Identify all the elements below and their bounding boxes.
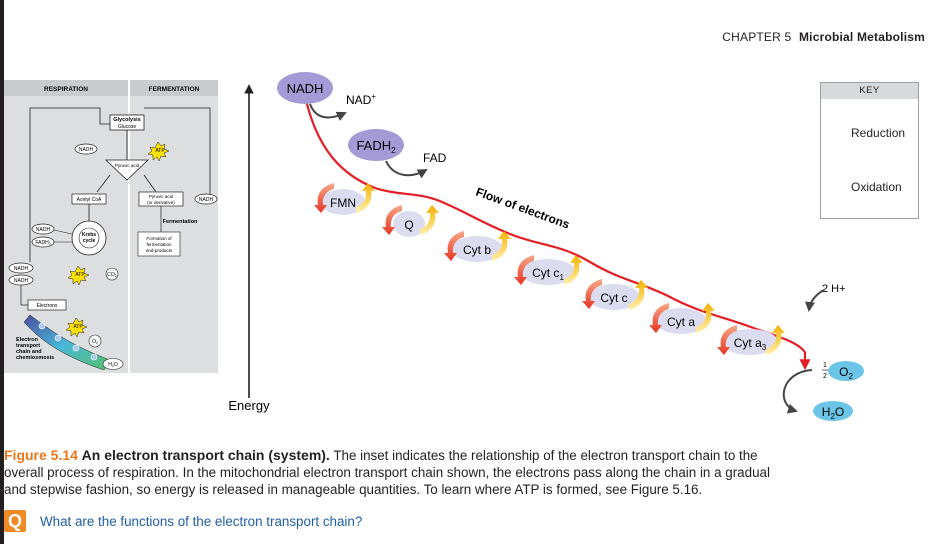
inset-fermentation-step: Fermentation <box>163 219 198 225</box>
inset-nadh-ferm: NADH <box>199 197 214 203</box>
inset-o2: O2 <box>92 339 98 345</box>
carrier-cyt-a-label: Cyt a <box>667 315 695 329</box>
nad-plus-label: NAD+ <box>346 92 376 107</box>
two-h-plus-label: 2 H+ <box>822 283 846 295</box>
figure-number: Figure 5.14 <box>4 447 78 463</box>
inset-fadh-left: NADH <box>14 278 29 284</box>
inset-atp-top: ATP <box>155 148 165 154</box>
inset-pyruvic-acid: Pyruvic acid <box>115 163 140 168</box>
inset-co2: CO2 <box>107 272 117 278</box>
inset-nadh-left: NADH <box>14 266 29 272</box>
carrier-q <box>393 211 425 237</box>
inset-electrons: Electrons <box>37 303 58 309</box>
inset-atp-etc: ATP <box>73 324 83 330</box>
carrier-nadh <box>277 72 333 104</box>
inset-glucose: Glucose <box>118 124 137 130</box>
fermentation-panel <box>130 80 218 373</box>
carrier-cyt-c-label: Cyt c <box>600 291 627 305</box>
inset-nadh-krebs: NADH <box>36 227 51 233</box>
inset-glycolysis: Glycolysis <box>113 117 141 123</box>
inset-krebs-2: cycle <box>83 238 96 244</box>
carrier-cyt-b <box>451 236 503 262</box>
carrier-cyt-c1 <box>520 259 576 285</box>
carrier-fmn <box>321 189 365 215</box>
inset-etc-2: transport <box>16 343 40 349</box>
carrier-fmn-label: FMN <box>330 196 356 210</box>
key-reduction-label: Reduction <box>851 126 906 140</box>
inset-fermentation-label: FERMENTATION <box>149 86 200 93</box>
carrier-cyt-a3 <box>722 329 778 355</box>
inset-diagram: RESPIRATION FERMENTATION Glycolysis Gluc… <box>4 80 218 373</box>
inset-etc-4: chemiosmosis <box>16 355 54 361</box>
energy-label: Energy <box>228 398 270 413</box>
inset-formation-2: fermentation <box>146 242 172 247</box>
figure-caption: Figure 5.14 An electron transport chain … <box>4 447 774 498</box>
review-question: Q What are the functions of the electron… <box>4 510 362 532</box>
electron-flow-line <box>304 99 806 353</box>
inset-nadh-top: NADH <box>79 147 94 153</box>
carrier-fadh2 <box>348 129 404 161</box>
fad-label: FAD <box>423 151 447 165</box>
inset-pyruvic-deriv-1: Pyruvic acid <box>149 194 174 199</box>
carrier-cyt-a <box>655 308 707 334</box>
half-denominator: 2 <box>823 373 827 380</box>
water-molecule <box>813 401 853 421</box>
key-oxidation-label: Oxidation <box>851 180 902 194</box>
inset-formation-1: Formation of <box>146 236 172 241</box>
water-label: H2O <box>822 405 844 421</box>
inset-acetyl-coa: Acetyl CoA <box>77 197 102 203</box>
inset-pyruvic-deriv-2: (or derivative) <box>147 200 175 205</box>
carrier-nadh-label: NADH <box>287 81 324 96</box>
carrier-cyt-a3-label: Cyt a3 <box>734 336 767 352</box>
oxygen-label: O2 <box>839 365 853 381</box>
inset-fadh2-krebs: FADH2 <box>35 240 50 246</box>
oxygen-molecule <box>828 361 864 381</box>
half-numerator: 1 <box>823 362 827 369</box>
carrier-cyt-c <box>588 284 640 310</box>
chapter-number: CHAPTER 5 <box>722 30 792 44</box>
carrier-cyt-c1-label: Cyt c1 <box>532 266 564 282</box>
chapter-header: CHAPTER 5 Microbial Metabolism <box>722 30 925 44</box>
question-icon: Q <box>4 510 26 532</box>
inset-krebs-1: Krebs <box>82 232 96 238</box>
carrier-cyt-b-label: Cyt b <box>463 243 491 257</box>
inset-etc-3: chain and <box>16 349 42 355</box>
inset-etc-1: Electron <box>16 337 39 343</box>
left-margin-rule <box>0 0 4 544</box>
caption-text: The inset indicates the relationship of … <box>4 448 770 497</box>
question-text: What are the functions of the electron t… <box>40 513 363 529</box>
chapter-title: Microbial Metabolism <box>798 30 925 44</box>
inset-atp-krebs: ATP <box>75 272 85 278</box>
inset-respiration-label: RESPIRATION <box>44 86 88 93</box>
key-title: KEY <box>821 83 918 99</box>
carrier-q-label: Q <box>404 218 413 232</box>
figure-title: An electron transport chain (system). <box>81 447 330 463</box>
inset-formation-3: end-products <box>146 248 173 253</box>
key-legend: KEY Reduction Oxidation <box>820 82 919 219</box>
respiration-panel <box>4 80 128 373</box>
inset-h2o: H2O <box>108 362 118 368</box>
carrier-fadh2-label: FADH2 <box>356 138 396 155</box>
